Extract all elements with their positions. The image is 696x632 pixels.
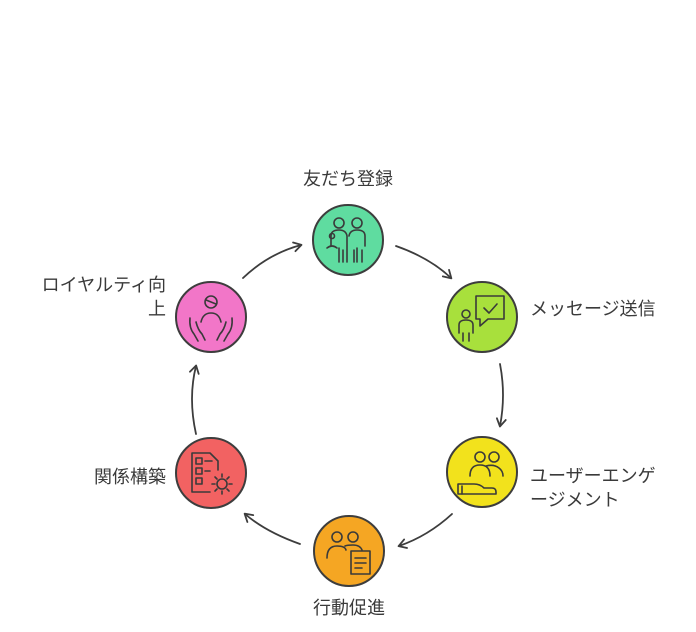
label-message-sending: メッセージ送信 <box>530 298 690 322</box>
label-friend-registration: 友だち登録 <box>288 168 408 192</box>
label-line: 友だち登録 <box>303 169 393 190</box>
node-circle <box>446 436 518 508</box>
person-hands-icon <box>189 295 233 342</box>
label-line: 行動促進 <box>313 598 385 619</box>
person-chat-icon <box>458 295 505 342</box>
arrow-relationship-to-loyalty <box>189 364 200 435</box>
node-action-promotion <box>313 515 385 587</box>
node-circle <box>446 281 518 353</box>
label-line: ージメント <box>530 490 620 511</box>
arrow-loyalty-to-friend <box>242 241 303 279</box>
node-user-engagement <box>446 436 518 508</box>
arrow-action-to-relationship <box>243 512 301 545</box>
node-circle <box>175 281 247 353</box>
node-relationship-building <box>175 437 247 509</box>
node-circle <box>312 204 384 276</box>
label-line: メッセージ送信 <box>530 299 656 320</box>
label-line: ユーザーエンゲ <box>530 466 656 487</box>
arrow-friend-to-message <box>395 245 453 280</box>
arrow-message-to-engagement <box>496 363 507 428</box>
label-action-promotion: 行動促進 <box>289 597 409 621</box>
people-document-icon <box>326 531 371 575</box>
arrow-engagement-to-action <box>397 513 453 549</box>
label-line: 上 <box>148 299 166 320</box>
group-people-icon <box>326 217 366 263</box>
label-relationship-building: 関係構築 <box>40 466 166 490</box>
node-circle <box>175 437 247 509</box>
node-loyalty-improvement <box>175 281 247 353</box>
label-line: ロイヤルティ向 <box>41 275 166 296</box>
checklist-gear-icon <box>191 452 233 495</box>
node-circle <box>313 515 385 587</box>
label-user-engagement: ユーザーエンゲ ージメント <box>530 465 690 513</box>
label-loyalty-improvement: ロイヤルティ向 上 <box>20 274 166 322</box>
users-hand-icon <box>457 451 504 495</box>
node-friend-registration <box>312 204 384 276</box>
node-message-sending <box>446 281 518 353</box>
label-line: 関係構築 <box>94 467 166 488</box>
